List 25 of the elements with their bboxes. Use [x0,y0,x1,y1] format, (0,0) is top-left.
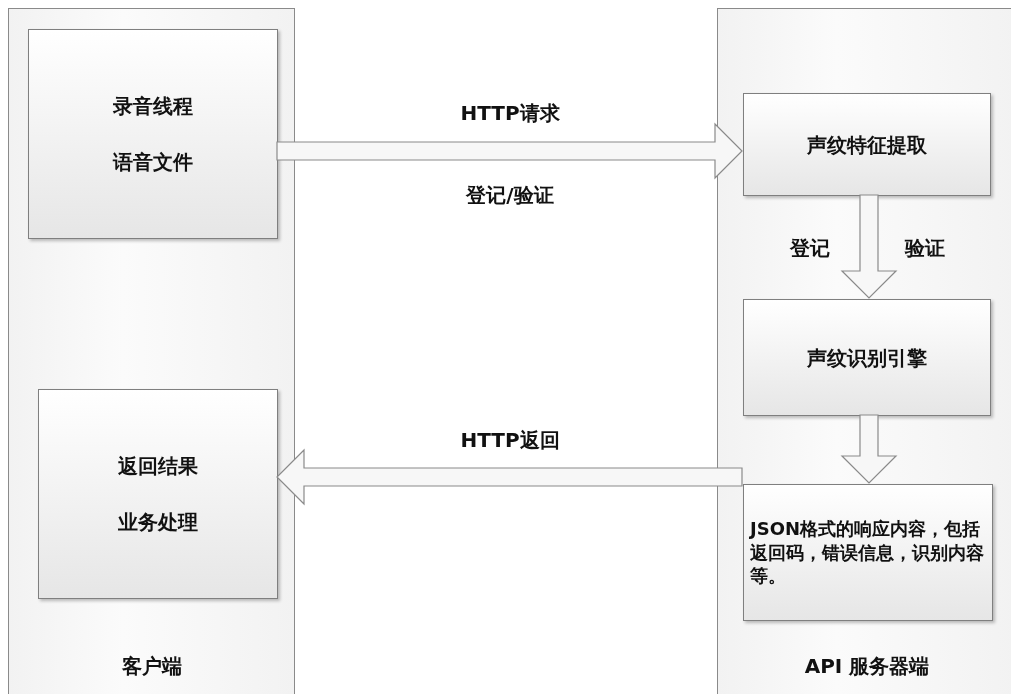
arrow-note: 登记 [790,234,830,262]
block-arrow [276,122,743,180]
block-arrow [840,194,898,299]
block-arrow [840,414,898,484]
box-text: 返回结果 [118,453,198,479]
edge-label: HTTP请求 [460,99,560,127]
process-box [743,484,993,621]
process-box [743,299,991,416]
box-text: 业务处理 [118,509,198,535]
box-text: 声纹特征提取 [807,131,927,158]
box-text: 录音线程 [113,93,193,119]
arrow-note: 验证 [905,234,945,262]
column-panel [8,8,295,694]
block-arrow [276,448,743,506]
box-text: 语音文件 [113,149,193,175]
column-panel [717,8,1011,694]
panel-title: 客户端 [120,653,183,680]
box-text: JSON格式的响应内容，包括返回码，错误信息，识别内容等。 [750,517,985,588]
process-box [38,389,278,599]
process-box [743,93,991,196]
edge-label: HTTP返回 [460,426,560,454]
process-box [28,29,278,239]
panel-title: API 服务器端 [803,653,931,680]
arrow-note: 登记/验证 [466,181,554,209]
box-text: 声纹识别引擎 [807,344,927,371]
